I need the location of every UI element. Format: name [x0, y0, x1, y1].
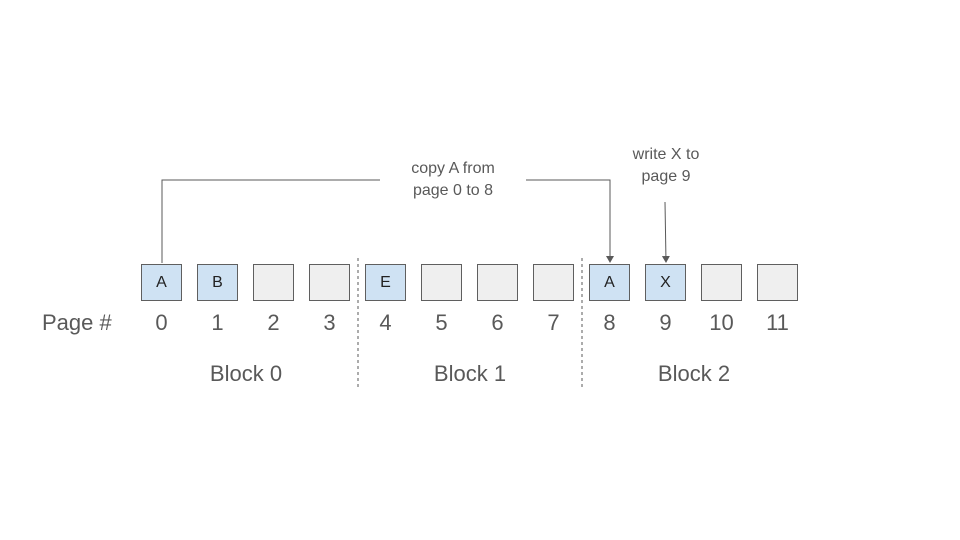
page-cell-6: [477, 264, 518, 301]
page-cell-9: X: [645, 264, 686, 301]
page-cell-4: E: [365, 264, 406, 301]
page-cell-1: B: [197, 264, 238, 301]
write-annotation: write X to page 9: [632, 146, 700, 185]
block-label-1: Block 1: [433, 361, 507, 386]
page-cell-3: [309, 264, 350, 301]
copy-annotation: copy A from page 0 to 8: [411, 160, 495, 199]
page-cell-8: A: [589, 264, 630, 301]
write-arrow: [661, 201, 670, 263]
page-number-1: 1: [211, 310, 224, 335]
block-label-2: Block 2: [657, 361, 731, 386]
page-number-2: 2: [267, 310, 280, 335]
page-number-11: 11: [766, 310, 789, 335]
page-number-4: 4: [379, 310, 392, 335]
page-number-8: 8: [603, 310, 616, 335]
page-number-0: 0: [155, 310, 168, 335]
page-number-6: 6: [491, 310, 504, 335]
page-number-7: 7: [547, 310, 560, 335]
page-cell-11: [757, 264, 798, 301]
page-cell-5: [421, 264, 462, 301]
page-cell-2: [253, 264, 294, 301]
page-cell-0: A: [141, 264, 182, 301]
page-number-10: 10: [709, 310, 734, 335]
page-number-5: 5: [435, 310, 448, 335]
page-cell-7: [533, 264, 574, 301]
copy-arrow-left-segment: [161, 179, 380, 263]
page-number-row-label: Page #: [42, 310, 112, 335]
copy-arrow: [526, 179, 614, 263]
page-number-3: 3: [323, 310, 336, 335]
page-cell-10: [701, 264, 742, 301]
block-label-0: Block 0: [209, 361, 283, 386]
page-number-9: 9: [659, 310, 672, 335]
